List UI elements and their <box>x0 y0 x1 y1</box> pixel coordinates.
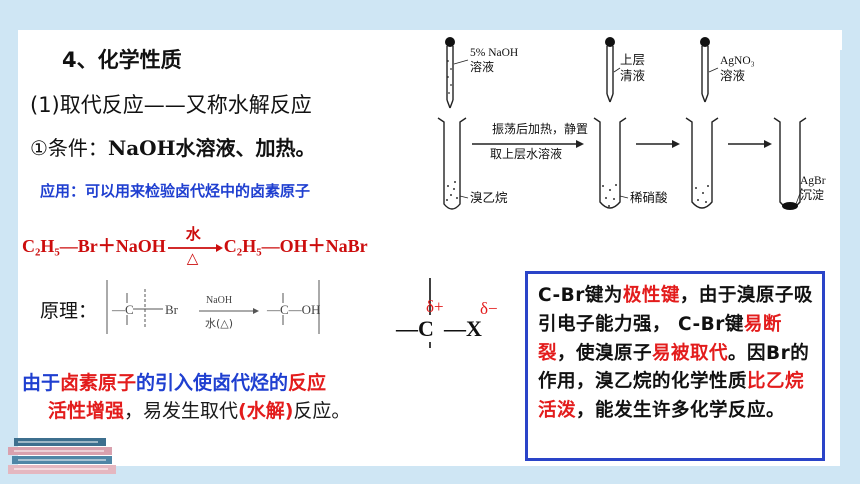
precipitate-label-2: 沉淀 <box>800 188 824 202</box>
precipitate-label: AgBr <box>800 175 826 187</box>
experiment-apparatus: 5% NaOH 溶液 振荡后加热，静置 取上层水溶液 溴乙烷 上层 清液 稀硝酸… <box>437 37 826 210</box>
polar-halogen: —X <box>443 316 482 341</box>
equation-left: C₂H₅—Br＋NaOH <box>22 236 166 256</box>
equation-right: C₂H₅—OH＋NaBr <box>223 236 368 256</box>
principle-product: —C—OH <box>266 302 320 317</box>
delta-minus: δ− <box>480 299 498 318</box>
reaction-equation: C₂H₅—Br＋NaOH 水 △ C₂H₅—OH＋NaBr <box>22 227 368 267</box>
reaction-arrow: 水 △ <box>166 227 224 267</box>
explanation-box: C-Br键为极性键，由于溴原子吸引电子能力强， C-Br键易断裂，使溴原子易被取… <box>525 271 825 461</box>
effect-highlight: 卤素原子 <box>60 372 137 394</box>
dropper1-label: 5% NaOH <box>470 47 518 59</box>
books-decoration-icon <box>8 438 116 474</box>
effect-text: 的引入使卤代烃的 <box>136 372 289 394</box>
condition-line: ①条件：NaOH水溶液、加热。 <box>30 132 316 161</box>
explanation-part: ，由于溴原子吸引电子能力强， C-Br键 <box>538 285 813 335</box>
principle-label: 原理： <box>40 300 98 322</box>
section-heading: 4、化学性质 <box>62 48 182 72</box>
principle-structure: —C Br NaOH 水(△) —C—OH <box>106 280 320 334</box>
effect-highlight: 活性增强 <box>48 400 125 422</box>
effect-text: 反应。 <box>293 400 351 422</box>
effect-line-2: 活性增强，易发生取代(水解)反应。 <box>48 396 350 423</box>
explanation-highlight: 易断裂 <box>538 313 782 364</box>
polar-bond-diagram: —C —X δ+ δ− <box>395 278 498 348</box>
principle-reagent-bottom: 水(△) <box>205 317 233 330</box>
effect-line-1: 由于卤素原子的引入使卤代烃的反应 <box>22 368 326 395</box>
explanation-highlight: 极性键 <box>622 285 680 306</box>
explanation-highlight: 易被取代 <box>652 342 729 364</box>
dropper3-label-2: 溶液 <box>720 68 746 83</box>
dropper2-label-2: 清液 <box>620 68 646 83</box>
effect-text: ，易发生取代 <box>124 400 239 422</box>
principle-reactant-c: —C <box>111 302 134 317</box>
arrow-under: △ <box>186 250 199 267</box>
step-label-2: 取上层水溶液 <box>490 146 562 161</box>
explanation-part: 。因Br的作用，溴乙烷的化学性质 <box>538 342 810 393</box>
principle-reagent-top: NaOH <box>206 295 232 306</box>
subheading: (1)取代反应——又称水解反应 <box>30 93 312 117</box>
dropper3-label: AgNO₃ <box>720 55 755 67</box>
effect-highlight: 反应 <box>288 372 327 394</box>
dropper1-label-2: 溶液 <box>470 59 494 74</box>
explanation-part: ，使溴原子 <box>557 342 653 364</box>
explanation-text: C-Br键为极性键，由于溴原子吸引电子能力强， C-Br键易断裂，使溴原子易被取… <box>538 282 818 426</box>
explanation-highlight: 比乙烷活泼 <box>538 371 805 422</box>
tube1-label: 溴乙烷 <box>470 191 508 205</box>
arrow-icon <box>167 243 223 252</box>
principle-diagram: —C Br NaOH 水(△) —C—OH <box>103 279 323 335</box>
arrow-over: 水 <box>185 226 201 243</box>
slide-corner <box>826 30 842 50</box>
application-label: 应用： <box>40 182 86 200</box>
polar-carbon: —C <box>395 316 434 341</box>
condition-prefix: ①条件： <box>30 136 108 160</box>
tube2-label: 稀硝酸 <box>630 190 668 205</box>
explanation-part: C-Br键为 <box>538 285 623 306</box>
explanation-part: ，能发生许多化学反应。 <box>576 400 786 422</box>
effect-highlight: (水解) <box>238 400 294 422</box>
delta-plus: δ+ <box>426 297 444 316</box>
application-text: 可以用来检验卤代烃中的卤素原子 <box>85 182 311 200</box>
dropper2-label: 上层 <box>620 53 645 67</box>
condition-text: NaOH水溶液、加热。 <box>107 136 316 160</box>
step-label: 振荡后加热，静置 <box>492 122 588 136</box>
effect-text: 由于 <box>22 372 61 394</box>
application-line: 应用：可以用来检验卤代烃中的卤素原子 <box>40 180 310 201</box>
principle-reactant-br: Br <box>165 302 179 317</box>
